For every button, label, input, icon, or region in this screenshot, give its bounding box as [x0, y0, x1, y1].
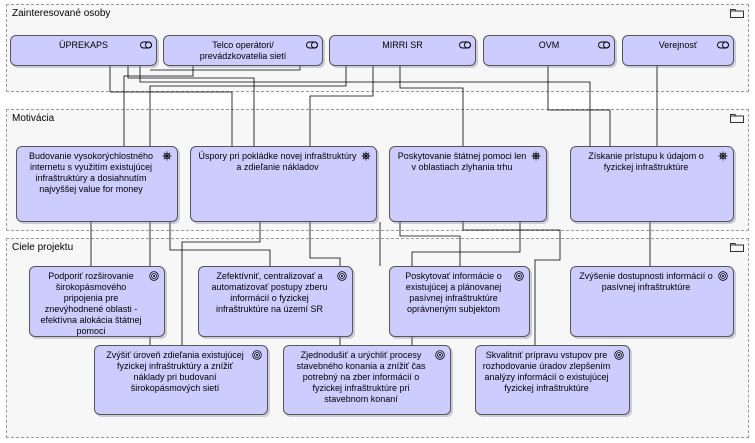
goal-label: Zvýšenie dostupnosti informácií o pasívn… [579, 271, 713, 292]
goal-support-broadband[interactable]: Podporiť rozširovanie širokopásmového pr… [29, 266, 165, 337]
connector-line [181, 222, 261, 345]
connector-line [169, 222, 271, 266]
connector-line [547, 66, 611, 146]
connector-line [139, 66, 591, 146]
goal-label: Zjednodušiť a urýchliť procesy stavebnéh… [296, 350, 426, 404]
driver-label: Budovanie vysokorýchlostného internetu s… [28, 151, 154, 194]
connector-line [127, 66, 255, 146]
stakeholder-label: OVM [538, 40, 560, 50]
connector-line [309, 66, 374, 146]
connector-line [123, 66, 194, 146]
driver-icon [531, 151, 541, 161]
driver-icon [162, 151, 172, 161]
goal-provide-info[interactable]: Poskytovať informácie o existujúcej a pl… [389, 266, 530, 337]
stakeholder-mirri[interactable]: MIRRI SR [329, 35, 476, 66]
stakeholder-icon [459, 41, 471, 49]
goal-improve-inputs[interactable]: Skvalitniť prípravu vstupov pre rozhodov… [475, 345, 630, 415]
goal-icon [337, 271, 347, 281]
goal-icon [614, 350, 624, 360]
goal-label: Podporiť rozširovanie širokopásmového pr… [40, 271, 142, 336]
driver-label: Získanie prístupu k údajom o fyzickej in… [588, 151, 704, 172]
stakeholder-icon [717, 41, 729, 49]
driver-data-access[interactable]: Získanie prístupu k údajom o fyzickej in… [570, 146, 734, 222]
group-title: Zainteresované osoby [12, 8, 111, 19]
connector-line [399, 222, 461, 266]
stakeholder-icon [598, 41, 610, 49]
stakeholder-icon [306, 41, 318, 49]
connector-line [149, 66, 347, 146]
goal-availability[interactable]: Zvýšenie dostupnosti informácií o pasívn… [570, 266, 734, 337]
goal-icon [514, 271, 524, 281]
stakeholder-telco[interactable]: Telco operátori/ prevádzkovatelia sietí [163, 35, 323, 66]
stakeholder-verejnost[interactable]: Verejnosť [622, 35, 734, 66]
connector-line [399, 66, 464, 146]
stakeholder-label: Verejnosť [658, 40, 698, 50]
driver-label: Úspory pri pokládke novej infraštruktúry… [198, 151, 357, 172]
goal-centralize[interactable]: Zefektívniť, centralizovať a automatizov… [198, 266, 353, 337]
goal-label: Poskytovať informácie o existujúcej a pl… [405, 271, 502, 314]
stakeholder-label: ÚPREKAPS [58, 40, 109, 50]
stakeholder-ovm[interactable]: OVM [483, 35, 615, 66]
group-title: Ciele projektu [12, 242, 74, 253]
driver-icon [361, 151, 371, 161]
folder-icon [730, 114, 744, 123]
connector-line [150, 66, 301, 71]
connector-line [109, 66, 233, 146]
driver-icon [718, 151, 728, 161]
driver-state-aid[interactable]: Poskytovanie štátnej pomoci len v oblast… [389, 146, 547, 222]
goal-icon [718, 271, 728, 281]
goal-simplify[interactable]: Zjednodušiť a urýchliť procesy stavebnéh… [283, 345, 451, 415]
stakeholder-upreka[interactable]: ÚPREKAPS [10, 35, 157, 66]
stakeholder-icon [140, 41, 152, 49]
goal-label: Zefektívniť, centralizovať a automatizov… [211, 271, 328, 314]
group-title: Motivácia [12, 113, 55, 124]
driver-broadband[interactable]: Budovanie vysokorýchlostného internetu s… [16, 146, 178, 222]
goal-icon [149, 271, 159, 281]
folder-icon [730, 9, 744, 18]
goal-label: Zvýšiť úroveň zdieľania existujúcej fyzi… [106, 350, 244, 393]
driver-label: Poskytovanie štátnej pomoci len v oblast… [397, 151, 527, 172]
stakeholder-label: MIRRI SR [382, 40, 423, 50]
folder-icon [730, 243, 744, 252]
goal-sharing[interactable]: Zvýšiť úroveň zdieľania existujúcej fyzi… [94, 345, 268, 415]
goal-icon [252, 350, 262, 360]
goal-icon [435, 350, 445, 360]
stakeholder-label: Telco operátori/ prevádzkovatelia sietí [199, 40, 287, 61]
connector-line [462, 222, 561, 345]
driver-savings[interactable]: Úspory pri pokládke novej infraštruktúry… [190, 146, 377, 222]
goal-label: Skvalitniť prípravu vstupov pre rozhodov… [482, 350, 611, 393]
